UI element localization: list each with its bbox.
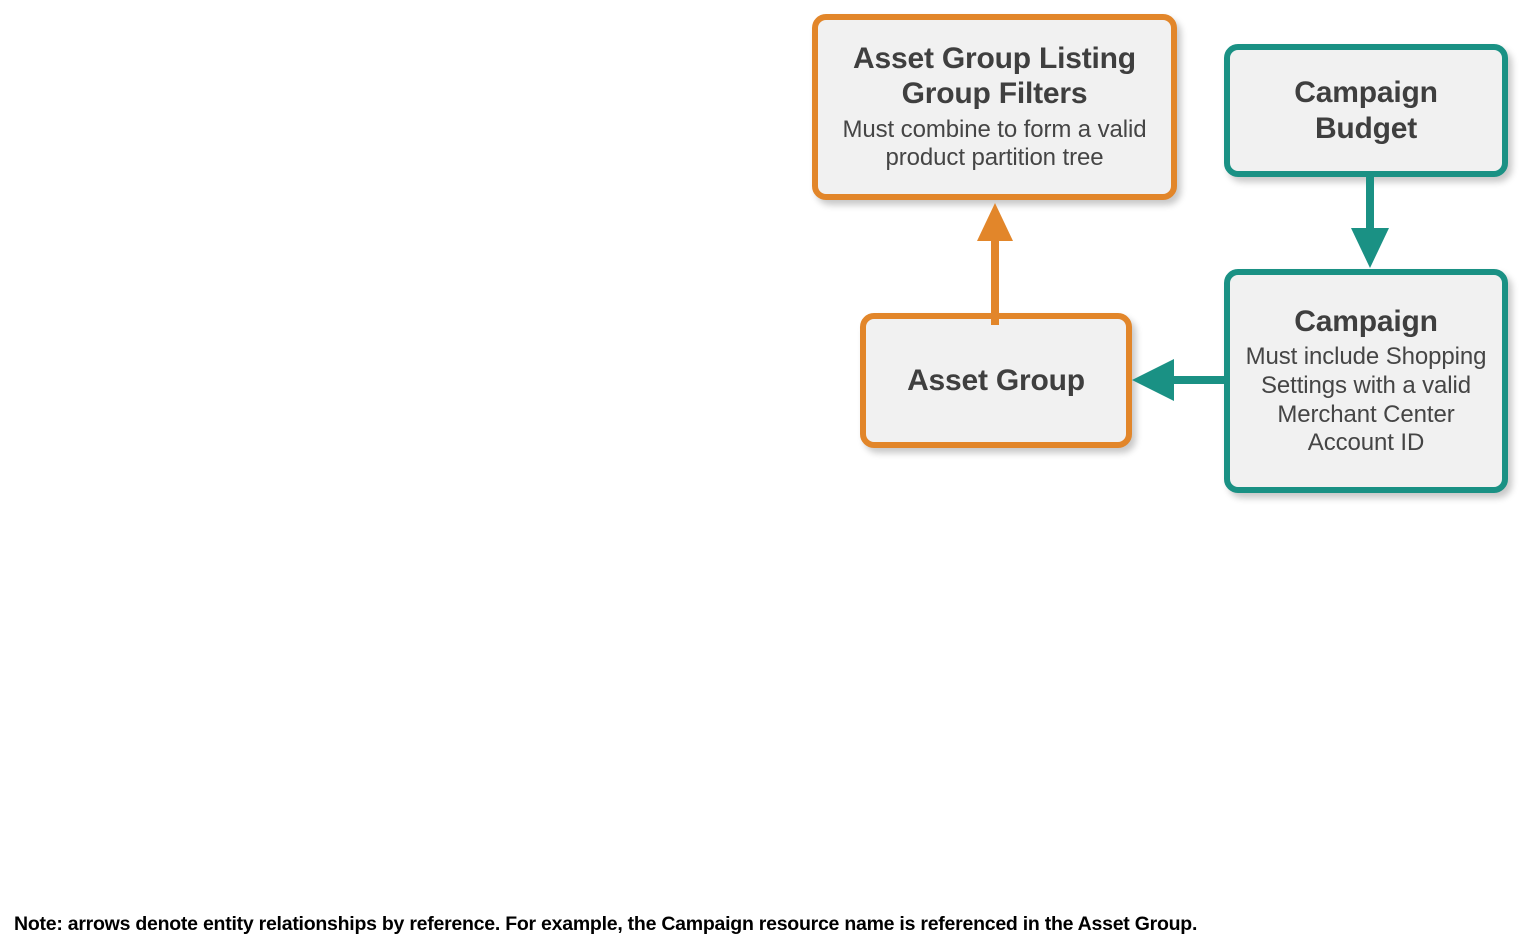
node-subtitle: Must include Shopping Settings with a va… <box>1245 343 1487 457</box>
node-title: Asset Group <box>907 363 1085 397</box>
arrow-asset-group-to-asset-group-listing-group-filters <box>977 203 1013 325</box>
arrow-campaign-budget-to-campaign <box>1351 172 1389 268</box>
node-subtitle: Must combine to form a valid product par… <box>842 115 1147 172</box>
node-asset-group[interactable]: Asset Group <box>860 313 1132 448</box>
node-asset-group-listing-group-filters[interactable]: Asset Group Listing Group Filters Must c… <box>812 14 1177 200</box>
footer-note: Note: arrows denote entity relationships… <box>14 913 1198 935</box>
node-title: Campaign Budget <box>1294 76 1438 145</box>
node-title: Campaign <box>1294 304 1438 338</box>
node-campaign-budget[interactable]: Campaign Budget <box>1224 44 1508 177</box>
arrow-campaign-to-asset-group <box>1132 359 1230 401</box>
node-title: Asset Group Listing Group Filters <box>853 41 1136 111</box>
node-campaign[interactable]: Campaign Must include Shopping Settings … <box>1224 269 1508 493</box>
